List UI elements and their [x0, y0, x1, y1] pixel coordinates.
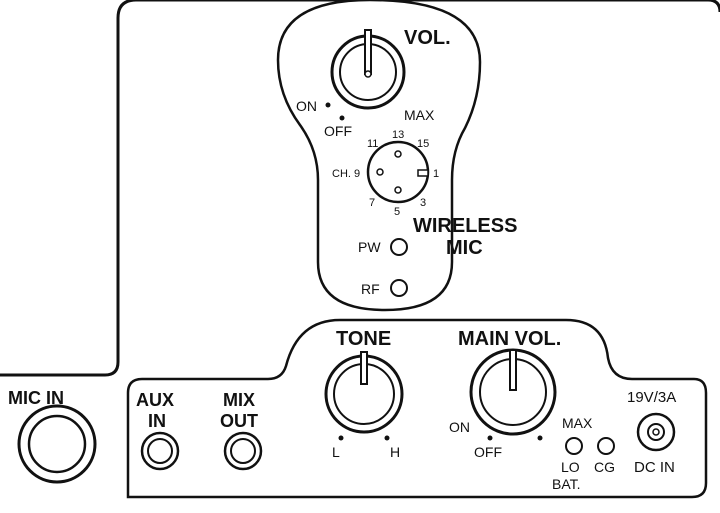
lo-bat-label-line1: LO — [561, 459, 580, 475]
dc-in-label: DC IN — [634, 459, 675, 476]
bottom-section-outline — [126, 318, 708, 499]
channel-9-label: CH. 9 — [332, 168, 360, 180]
wireless-on-label: ON — [296, 98, 317, 114]
channel-mark-1: 1 — [433, 168, 439, 180]
main-max-label: MAX — [562, 415, 593, 431]
cg-indicator-led — [597, 437, 615, 455]
mix-out-label-line1: MIX — [223, 390, 255, 410]
dc-in-jack[interactable] — [636, 412, 676, 452]
mix-out-jack[interactable] — [223, 431, 263, 471]
lo-bat-indicator-led — [565, 437, 583, 455]
pw-label: PW — [358, 239, 381, 255]
channel-mark-7: 7 — [369, 197, 375, 209]
main-max-dot — [537, 435, 543, 441]
wireless-title-line2: MIC — [446, 237, 483, 259]
channel-mark-15: 15 — [417, 138, 429, 150]
wireless-mic-section: VOL. ON OFF MAX CH. 9 11 13 15 1 3 5 7 W… — [276, 0, 517, 312]
mic-in-section: MIC IN — [8, 388, 97, 484]
rf-indicator-led — [390, 279, 408, 297]
main-on-label: ON — [449, 419, 470, 435]
tone-knob[interactable] — [324, 351, 404, 434]
wireless-title-line1: WIRELESS — [413, 215, 517, 237]
wireless-on-dot — [325, 102, 331, 108]
main-off-label: OFF — [474, 444, 502, 460]
channel-mark-11: 11 — [367, 138, 378, 150]
tone-low-label: L — [332, 444, 340, 460]
lo-bat-label-line2: BAT. — [552, 476, 581, 492]
main-volume-knob[interactable] — [469, 348, 557, 436]
channel-mark-3: 3 — [420, 197, 426, 209]
wireless-max-label: MAX — [404, 107, 435, 123]
wireless-off-dot — [339, 115, 345, 121]
aux-in-label-line2: IN — [148, 411, 166, 431]
channel-mark-13: 13 — [392, 129, 404, 141]
panel-outline — [0, 0, 720, 377]
wireless-off-label: OFF — [324, 123, 352, 139]
tone-label: TONE — [336, 328, 391, 350]
pw-indicator-led — [390, 238, 408, 256]
rf-label: RF — [361, 281, 380, 297]
cg-label: CG — [594, 459, 615, 475]
wireless-volume-knob[interactable] — [330, 29, 406, 110]
tone-low-dot — [338, 435, 344, 441]
power-rating-label: 19V/3A — [627, 389, 676, 406]
aux-in-jack[interactable] — [140, 431, 180, 471]
tone-high-label: H — [390, 444, 400, 460]
tone-high-dot — [384, 435, 390, 441]
channel-selector-knob[interactable] — [366, 140, 430, 204]
mix-out-label-line2: OUT — [220, 411, 258, 431]
main-off-dot — [487, 435, 493, 441]
mic-in-label: MIC IN — [8, 388, 64, 408]
channel-mark-5: 5 — [394, 206, 400, 218]
main-vol-label: MAIN VOL. — [458, 328, 561, 350]
bottom-control-section: AUX IN MIX OUT TONE L H MAIN VOL. — [126, 318, 708, 499]
wireless-vol-label: VOL. — [404, 27, 451, 49]
aux-in-label-line1: AUX — [136, 390, 174, 410]
mic-in-jack[interactable] — [17, 404, 97, 484]
